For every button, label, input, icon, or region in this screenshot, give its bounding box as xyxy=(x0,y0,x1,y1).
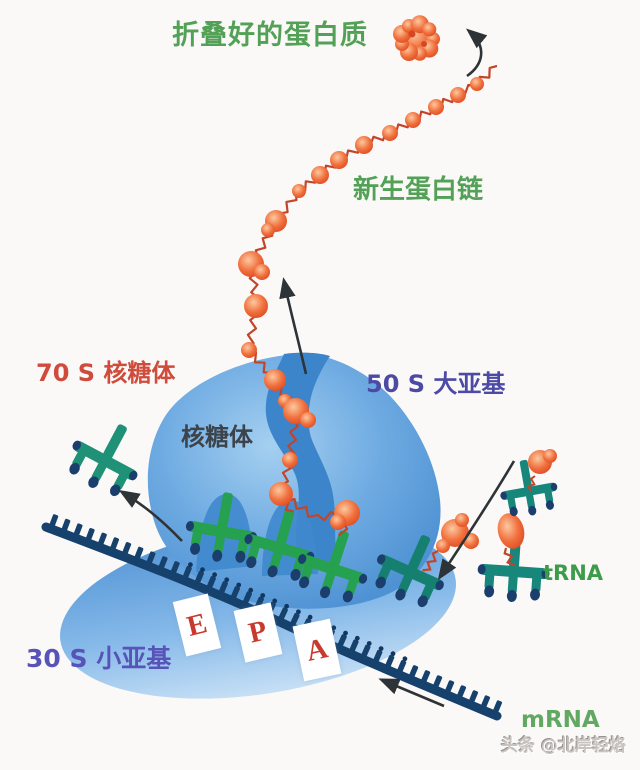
amino-acid-top-right-lobe xyxy=(543,449,557,463)
small-subunit-30s-label: 30 S 小亚基 xyxy=(26,644,172,673)
arrow-mrna-direction xyxy=(378,678,445,708)
mrna-backbone xyxy=(41,522,502,721)
site-letter-p: P xyxy=(245,614,271,650)
mrna-teeth xyxy=(49,514,503,713)
arrow-trna-incoming xyxy=(437,460,516,581)
nascent-chain-label: 新生蛋白链 xyxy=(353,175,484,205)
amino-acid-on-charged-trna xyxy=(497,513,525,549)
folded-protein-blob xyxy=(393,15,440,61)
linker-top-right xyxy=(526,475,536,493)
mrna-label: mRNA xyxy=(521,707,600,733)
ribosome-70s-label: 70 S 核糖体 xyxy=(36,359,176,387)
arrow-trna-exit xyxy=(118,489,183,542)
folded-protein-label: 折叠好的蛋白质 xyxy=(172,20,368,51)
nascent-chain-residues xyxy=(238,77,484,530)
linker-charged-right xyxy=(503,547,516,567)
arrow-chain-exit xyxy=(279,277,308,375)
large-subunit-50s-label: 50 S 大亚基 xyxy=(366,370,506,398)
arrow-to-folded-protein xyxy=(466,28,488,78)
trna-exiting xyxy=(58,408,156,505)
site-letter-a: A xyxy=(303,631,331,668)
site-letter-e: E xyxy=(183,606,211,643)
mrna-codon-dots xyxy=(188,562,408,662)
watermark-text: 头条 @北岸轻烙 xyxy=(501,736,626,756)
linker-free-amino-acid xyxy=(422,550,439,572)
mrna-strand xyxy=(41,514,503,721)
ribosome-core-label: 核糖体 xyxy=(181,423,253,451)
trna-label: tRNA xyxy=(543,561,604,585)
amino-acid-free xyxy=(436,513,479,553)
